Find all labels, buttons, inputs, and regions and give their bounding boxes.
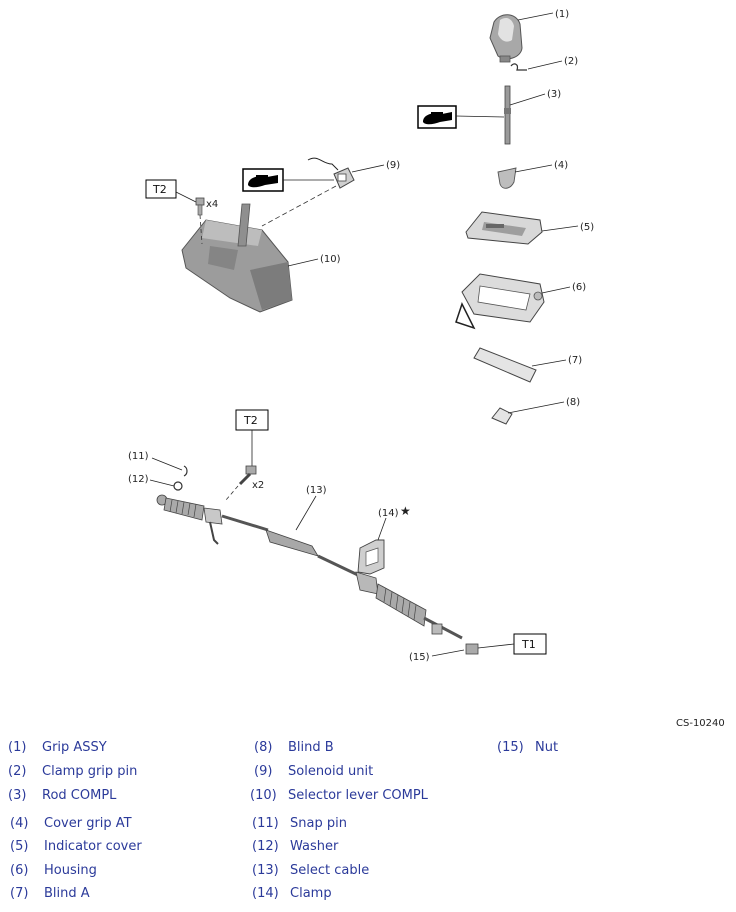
legend-label: Blind B: [288, 740, 334, 755]
bolt-lower: [238, 465, 257, 486]
legend-label: Select cable: [290, 863, 370, 878]
legend-number: (9): [254, 764, 273, 779]
legend-item-8: (8) Blind B: [254, 740, 334, 755]
part-select-cable: [156, 494, 463, 640]
part-rod-compl: [504, 85, 511, 145]
callout-13: (13): [306, 485, 327, 496]
grease-symbol-icon: [242, 168, 284, 192]
part-blind-b: [491, 407, 513, 425]
callout-12: (12): [128, 474, 149, 485]
legend-label: Rod COMPL: [42, 788, 117, 803]
legend-number: (13): [252, 863, 279, 878]
callout-9: (9): [386, 160, 400, 171]
legend-item-11: (11) Snap pin: [252, 816, 347, 831]
callout-1: (1): [555, 9, 569, 20]
legend-label: Grip ASSY: [42, 740, 107, 755]
legend-item-5: (5) Indicator cover: [10, 839, 142, 854]
legend-item-15: (15) Nut: [497, 740, 558, 755]
legend-number: (3): [8, 788, 27, 803]
quantity-upper: x4: [206, 199, 218, 210]
callout-4: (4): [554, 160, 568, 171]
legend-number: (6): [10, 863, 29, 878]
callout-8: (8): [566, 397, 580, 408]
legend-number: (5): [10, 839, 29, 854]
legend-number: (4): [10, 816, 29, 831]
part-housing: [455, 273, 545, 330]
callout-14: (14): [378, 508, 399, 519]
part-washer: [173, 481, 183, 491]
torque-box-t2-lower: T2: [235, 409, 269, 431]
callout-2: (2): [564, 56, 578, 67]
part-grip-assy: [489, 14, 523, 63]
quantity-lower: x2: [252, 480, 264, 491]
bolt-upper: [195, 197, 205, 216]
legend-number: (8): [254, 740, 273, 755]
legend-label: Clamp: [290, 886, 332, 901]
legend-item-4: (4) Cover grip AT: [10, 816, 132, 831]
legend-item-2: (2) Clamp grip pin: [8, 764, 137, 779]
legend-label: Blind A: [44, 886, 90, 901]
legend-label: Indicator cover: [44, 839, 142, 854]
callout-11: (11): [128, 451, 149, 462]
legend-number: (1): [8, 740, 27, 755]
part-cover-grip-at: [497, 167, 517, 189]
special-star-icon: ★: [400, 504, 411, 518]
callout-15: (15): [409, 652, 430, 663]
part-clamp-grip-pin: [510, 63, 527, 71]
legend-number: (12): [252, 839, 279, 854]
legend-item-12: (12) Washer: [252, 839, 338, 854]
part-selector-lever-compl: [181, 203, 293, 313]
legend-item-1: (1) Grip ASSY: [8, 740, 107, 755]
legend-number: (14): [252, 886, 279, 901]
figure-code: CS-10240: [676, 718, 725, 729]
legend-item-10: (10) Selector lever COMPL: [250, 788, 428, 803]
torque-box-t2-upper: T2: [145, 179, 177, 199]
torque-box-t1: T1: [513, 633, 547, 655]
torque-label-t1: T1: [521, 638, 536, 651]
callout-5: (5): [580, 222, 594, 233]
part-blind-a: [473, 347, 537, 383]
legend-label: Selector lever COMPL: [288, 788, 428, 803]
callout-7: (7): [568, 355, 582, 366]
legend-item-9: (9) Solenoid unit: [254, 764, 373, 779]
callout-6: (6): [572, 282, 586, 293]
legend-item-7: (7) Blind A: [10, 886, 90, 901]
part-clamp: [357, 539, 385, 575]
legend-label: Clamp grip pin: [42, 764, 138, 779]
legend-item-6: (6) Housing: [10, 863, 97, 878]
legend-number: (2): [8, 764, 27, 779]
legend-number: (7): [10, 886, 29, 901]
torque-label-t2-upper: T2: [152, 183, 167, 196]
legend-label: Snap pin: [290, 816, 347, 831]
part-indicator-cover: [465, 211, 543, 245]
legend-label: Nut: [535, 740, 559, 755]
torque-label-t2-lower: T2: [243, 414, 258, 427]
legend-number: (10): [250, 788, 277, 803]
part-solenoid-unit: [307, 157, 355, 189]
legend-label: Washer: [290, 839, 339, 854]
legend-number: (15): [497, 740, 524, 755]
legend-item-13: (13) Select cable: [252, 863, 369, 878]
legend-number: (11): [252, 816, 279, 831]
grease-symbol-icon: [417, 105, 457, 129]
callout-3: (3): [547, 89, 561, 100]
legend-item-14: (14) Clamp: [252, 886, 332, 901]
part-snap-pin: [183, 465, 188, 477]
part-nut: [465, 643, 479, 655]
legend-label: Solenoid unit: [288, 764, 374, 779]
exploded-parts-diagram: (1) (2) (3) (4) (5) (6) (7) (8): [128, 9, 594, 663]
legend-label: Cover grip AT: [44, 816, 132, 831]
legend-label: Housing: [44, 863, 97, 878]
callout-10: (10): [320, 254, 341, 265]
legend-item-3: (3) Rod COMPL: [8, 788, 116, 803]
